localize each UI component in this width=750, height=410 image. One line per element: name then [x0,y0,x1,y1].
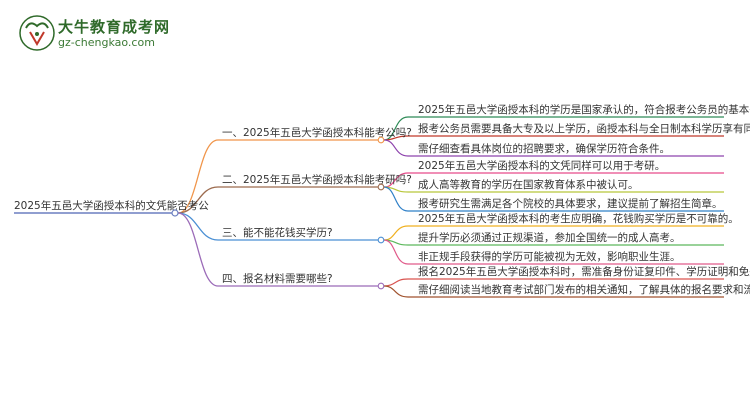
branch-connector-dot-2 [377,183,385,191]
root-connector-dot [171,209,179,217]
leaf-label-3-2: 提升学历必须通过正规渠道，参加全国统一的成人高考。 [418,231,681,244]
root-node-label: 2025年五邑大学函授本科的文凭能否考公 [14,199,209,212]
branch-link-1 [177,139,219,214]
branch-label-4: 四、报名材料需要哪些? [222,272,333,285]
leaf-label-4-1: 报名2025年五邑大学函授本科时，需准备身份证复印件、学历证明和免冠照片。 [418,265,750,278]
leaf-label-3-3: 非正规手段获得的学历可能被视为无效，影响职业生涯。 [418,250,681,263]
leaf-label-3-1: 2025年五邑大学函授本科的考生应明确，花钱购买学历是不可靠的。 [418,212,739,225]
bull-logo-icon [19,15,55,51]
leaf-label-2-2: 成人高等教育的学历在国家教育体系中被认可。 [418,178,639,191]
leaf-link-1-3 [383,139,409,157]
leaf-link-4-2 [383,285,409,298]
branch-connector-dot-4 [377,282,385,290]
logo-url: gz-chengkao.com [58,36,155,49]
leaf-label-1-3: 需仔细查看具体岗位的招聘要求，确保学历符合条件。 [418,142,670,155]
branch-label-3: 三、能不能花钱买学历? [222,226,333,239]
branch-link-3 [177,212,219,241]
mindmap-links [14,116,724,298]
branch-link-2 [177,186,219,214]
logo-title: 大牛教育成考网 [58,18,171,36]
branch-link-4 [177,212,219,287]
leaf-link-3-1 [383,225,409,241]
site-logo[interactable]: 大牛教育成考网 gz-chengkao.com [18,14,248,54]
branch-label-1: 一、2025年五邑大学函授本科能考公吗? [222,126,412,139]
leaf-label-2-3: 报考研究生需满足各个院校的具体要求，建议提前了解招生简章。 [418,197,723,210]
leaf-link-3-3 [383,239,409,265]
leaf-link-4-1 [383,278,409,287]
mindmap-nodes: 2025年五邑大学函授本科的文凭能否考公 一、2025年五邑大学函授本科能考公吗?… [14,103,750,296]
leaf-label-1-2: 报考公务员需要具备大专及以上学历，函授本科与全日制本科学历享有同等待遇。 [418,122,750,135]
branch-connector-dot-3 [377,236,385,244]
leaf-label-2-1: 2025年五邑大学函授本科的文凭同样可以用于考研。 [418,159,665,172]
leaf-label-1-1: 2025年五邑大学函授本科的学历是国家承认的，符合报考公务员的基本条件。 [418,103,750,116]
branch-connector-dot-1 [377,136,385,144]
leaf-link-2-3 [383,186,409,212]
branch-label-2: 二、2025年五邑大学函授本科能考研吗? [222,173,412,186]
leaf-label-4-2: 需仔细阅读当地教育考试部门发布的相关通知，了解具体的报名要求和流程。 [418,283,750,296]
